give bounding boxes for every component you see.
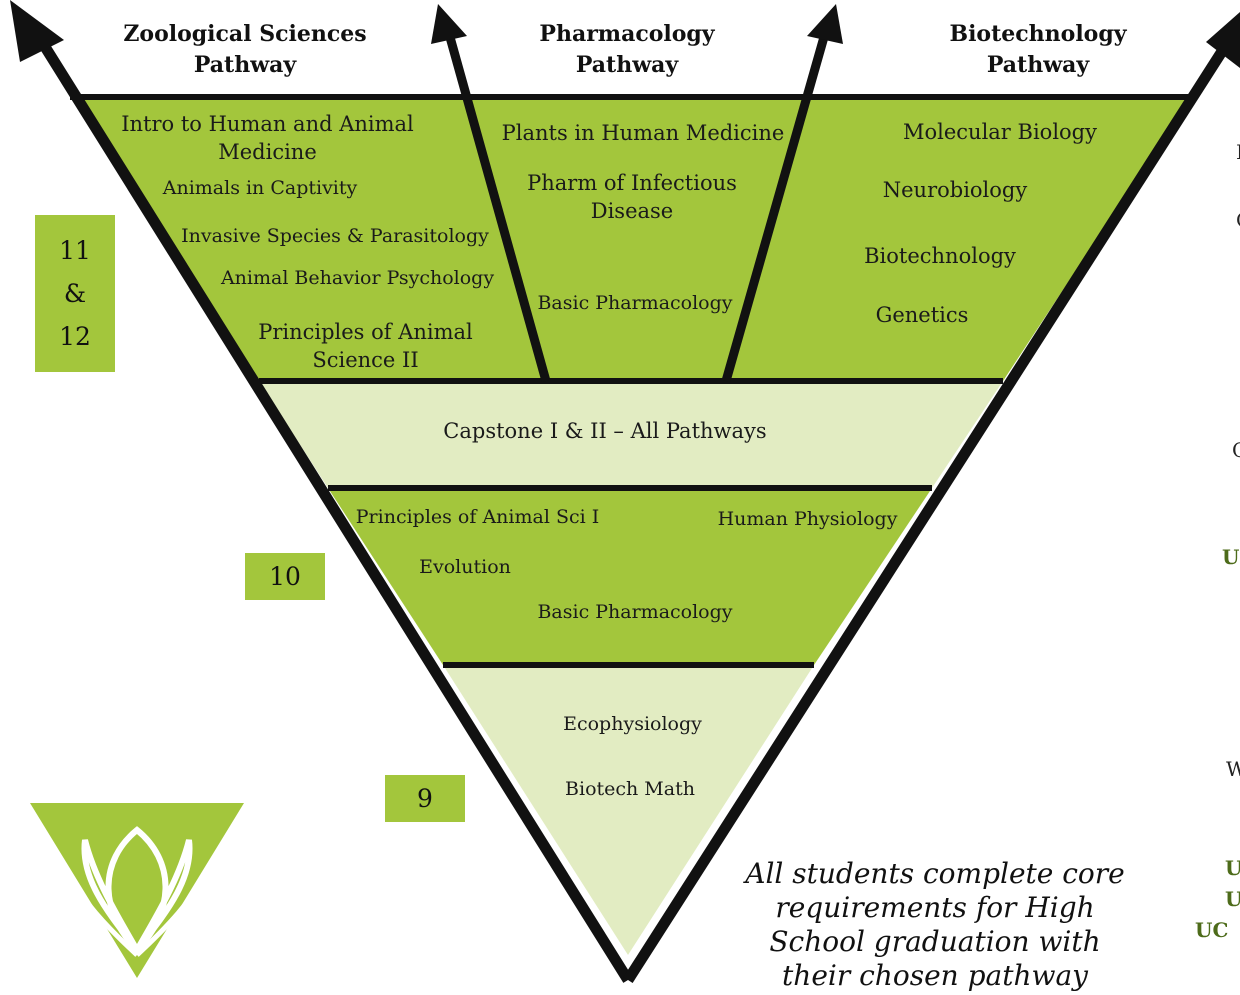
course-label: Animal Behavior Psychology [220, 267, 495, 289]
pathway-header-line: Zoological Sciences [123, 21, 367, 47]
grade-badge-9: 9 [385, 775, 465, 822]
pharmacology-divider-arrow [443, 28, 551, 383]
upper-band [70, 97, 1190, 381]
course-label: Neurobiology [882, 178, 1028, 202]
course-label: Plants in Human Medicine [501, 121, 785, 145]
course-label: Basic Pharmacology [537, 601, 733, 623]
grade-text: & [63, 279, 87, 308]
left-edge-arrow [37, 39, 633, 983]
capstone-band [259, 381, 1003, 488]
course-label: Biotech Math [565, 778, 695, 800]
pathway-header-line: Biotechnology [949, 21, 1127, 47]
course-label: Basic Pharmacology [537, 292, 733, 314]
grade-text: 11 [59, 236, 91, 265]
right-edge-text: W [1226, 757, 1240, 781]
arrow-head-icon [10, 0, 64, 62]
course-label: Principles of Animal Sci I [355, 506, 600, 528]
course-label: Biotechnology [864, 244, 1016, 268]
course-label: Evolution [419, 556, 511, 578]
course-label: Genetics [875, 303, 969, 327]
leaf-logo-icon [30, 803, 244, 978]
capstone-label: Capstone I & II – All Pathways [443, 419, 767, 443]
course-label: Animals in Captivity [162, 177, 358, 199]
arrow-head-icon [1206, 12, 1240, 68]
pathway-header-line: Pathway [575, 52, 679, 78]
pathway-header-line: Pharmacology [539, 21, 715, 47]
biotechnology-pathway-header: Biotechnology Pathway [908, 19, 1168, 81]
course-label: Molecular Biology [903, 120, 1097, 144]
right-edge-text: U [1225, 887, 1240, 911]
course-label: Human Physiology [717, 508, 898, 530]
pathway-header-line: Pathway [193, 52, 297, 78]
course-label: Principles of Animal Science II [258, 320, 473, 372]
arrow-head-icon [431, 4, 467, 44]
grade9-band [443, 665, 814, 955]
biotech-divider-arrow [721, 28, 831, 383]
course-label: Ecophysiology [563, 713, 702, 735]
course-label: Invasive Species & Parasitology [181, 225, 489, 247]
right-edge-text: I [1236, 140, 1240, 164]
right-edge-text: U [1222, 545, 1240, 569]
right-edge-text: U [1225, 856, 1240, 880]
right-edge-text: UC [1195, 918, 1229, 942]
pathway-header-line: Pathway [986, 52, 1090, 78]
pharmacology-pathway-header: Pharmacology Pathway [497, 19, 757, 81]
right-edge-text: C [1232, 438, 1240, 462]
grade-badge-11-12: 11 & 12 [35, 215, 115, 372]
grade-text: 12 [59, 322, 91, 351]
course-label: Pharm of Infectious Disease [527, 171, 737, 223]
course-label: Intro to Human and Animal Medicine [121, 112, 414, 164]
right-edge-text: C [1236, 208, 1240, 232]
footnote-text: All students complete core requirements … [745, 857, 1125, 992]
zoology-pathway-header: Zoological Sciences Pathway [95, 19, 395, 81]
grade-badge-10: 10 [245, 553, 325, 600]
arrow-head-icon [807, 4, 843, 44]
right-edge-arrow [623, 39, 1233, 983]
grade10-band [328, 488, 932, 665]
